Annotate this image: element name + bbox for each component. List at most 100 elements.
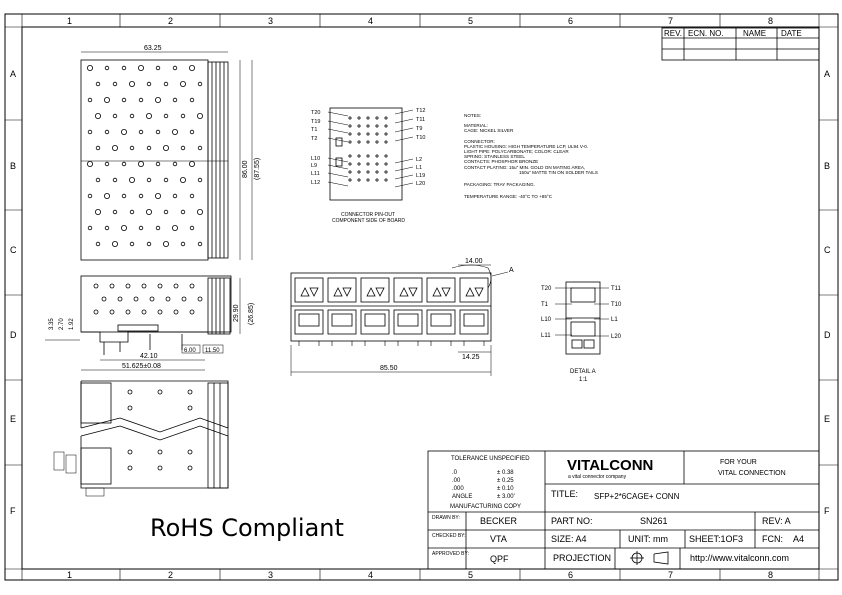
pin-leader <box>394 136 414 142</box>
title-label: TITLE: <box>551 489 578 499</box>
pinout-left-label: L12 <box>311 180 320 186</box>
vent-hole <box>129 241 135 247</box>
row-label-right: A <box>824 69 830 79</box>
pin-dot <box>375 178 379 182</box>
vent-hole <box>121 65 127 71</box>
pin-dot <box>357 178 361 182</box>
unit-label: UNIT: mm <box>628 534 668 544</box>
fcn-value: A4 <box>793 534 804 544</box>
vent-hole <box>189 97 195 103</box>
vent-hole <box>87 97 93 103</box>
vent-hole <box>127 389 133 395</box>
logo-subtitle: a vital connector company <box>568 474 627 480</box>
vent-hole <box>141 309 147 315</box>
pinout-right-label: T10 <box>416 135 425 141</box>
vent-hole <box>121 161 127 167</box>
sfp-port-upper <box>360 277 390 303</box>
front-view <box>290 264 509 376</box>
drawn-label: DRAWN BY: <box>432 515 460 521</box>
vent-hole <box>128 81 135 88</box>
pin-dot <box>375 170 379 174</box>
tolerance-key: .0 <box>452 470 458 476</box>
vitalconn-logo: VITALCONN <box>567 457 653 474</box>
vent-hole <box>154 192 161 199</box>
detail-callout: A <box>509 267 514 274</box>
pin-leader <box>394 174 414 180</box>
column-label-top: 7 <box>668 16 673 26</box>
pin-leader <box>394 127 414 133</box>
pin-dot <box>384 140 388 144</box>
vent-hole <box>87 193 93 199</box>
vent-hole <box>189 309 195 315</box>
row-label-right: D <box>824 330 831 340</box>
vent-hole <box>138 97 144 103</box>
pin-dot <box>366 170 370 174</box>
port-contact <box>331 313 353 327</box>
pinout-right-label: L20 <box>416 181 425 187</box>
pinout-left-label: L9 <box>311 163 317 169</box>
slogan-line-2: VITAL CONNECTION <box>718 470 786 477</box>
pinout-left-label: T1 <box>311 127 317 133</box>
vent-hole <box>180 209 186 215</box>
pinout-right-label: T11 <box>416 117 425 123</box>
pin-dot <box>366 132 370 136</box>
vent-hole <box>165 296 171 302</box>
pin-dot <box>366 178 370 182</box>
pin-leader <box>327 157 349 163</box>
sfp-port-lower <box>360 309 390 335</box>
vent-hole <box>146 177 152 183</box>
vent-hole <box>179 81 186 88</box>
vent-hole <box>180 241 186 247</box>
outer-border <box>4 13 839 581</box>
pin-dot <box>375 124 379 128</box>
vent-hole <box>145 113 152 120</box>
ecn-header: ECN. NO. <box>688 29 724 38</box>
vent-hole <box>104 65 110 71</box>
vent-hole <box>87 65 94 72</box>
row-label-left: D <box>10 330 17 340</box>
vent-hole <box>187 449 193 455</box>
vent-hole <box>154 97 161 104</box>
led-indicator <box>300 287 310 297</box>
vent-hole <box>145 208 152 215</box>
vent-hole <box>197 177 203 183</box>
vent-hole <box>112 240 119 247</box>
pin-leader <box>394 166 414 172</box>
rohs-compliant-label: RoHS Compliant <box>150 514 344 542</box>
column-label-top: 5 <box>468 16 473 26</box>
pin-dot <box>375 154 379 158</box>
vent-hole <box>163 81 169 87</box>
column-label-bottom: 5 <box>468 570 473 580</box>
port-contact <box>430 313 452 327</box>
note-line: LIGHT PIPE: POLYCARBONATE; COLOR: CLEAR <box>464 149 569 154</box>
size-label: SIZE: A4 <box>551 534 587 544</box>
note-line: CONTACTS: PHOSPHOR BRONZE <box>464 159 538 164</box>
vent-hole <box>104 97 111 104</box>
drawn-value: BECKER <box>480 516 518 526</box>
vent-hole <box>87 225 93 231</box>
vent-hole <box>187 465 193 471</box>
sfp-port-lower <box>426 309 456 335</box>
dim-front-pitch2: 14.25 <box>462 354 480 361</box>
vent-hole <box>95 208 102 215</box>
pinout-right-label: T12 <box>416 108 425 114</box>
vent-hole <box>121 97 127 103</box>
note-line: PACKAGING: TRAY PACKAGING. <box>464 182 535 187</box>
pinout-left-label: T19 <box>311 119 320 125</box>
dim-side-height-ref: (26.85) <box>248 303 255 325</box>
vent-hole <box>188 160 195 167</box>
vent-hole <box>112 144 119 151</box>
slogan-line-1: FOR YOUR <box>720 459 757 466</box>
dim-top-width: 63.25 <box>144 45 162 52</box>
vent-hole <box>133 296 139 302</box>
pin-dot <box>348 162 352 166</box>
dim-side-small1: 6.00 <box>184 348 196 354</box>
vent-hole <box>180 113 186 119</box>
column-label-bottom: 1 <box>67 570 72 580</box>
pinout-left-label: L11 <box>311 171 320 177</box>
vent-hole <box>181 296 187 302</box>
pin-dot <box>366 154 370 158</box>
column-label-top: 4 <box>368 16 373 26</box>
pin-dot <box>357 170 361 174</box>
